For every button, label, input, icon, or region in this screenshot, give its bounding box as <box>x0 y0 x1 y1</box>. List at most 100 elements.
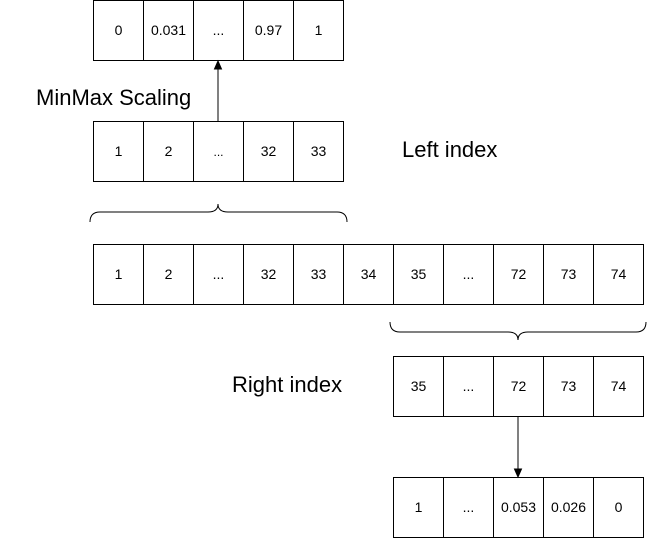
cell-value: ... <box>463 378 475 394</box>
left-brace <box>89 203 348 223</box>
cell-box <box>293 121 344 182</box>
cell-value: 2 <box>165 143 173 159</box>
cell-value: 2 <box>165 266 173 282</box>
cell-value: 1 <box>115 266 123 282</box>
cell-value: 74 <box>611 266 627 282</box>
cell: 34 <box>343 244 394 305</box>
cell-value: ... <box>213 266 225 282</box>
cell-value: 0.97 <box>255 22 282 38</box>
minmax-up-arrow <box>213 59 223 121</box>
cell-box <box>193 244 244 305</box>
cell: 32 <box>243 121 294 182</box>
cell-box <box>243 121 294 182</box>
cell-value: 0 <box>115 22 123 38</box>
cell-box <box>443 244 494 305</box>
cell-box <box>593 477 644 538</box>
cell-value: 33 <box>311 266 327 282</box>
cell-value: 32 <box>261 143 277 159</box>
cell-value: ... <box>463 499 475 515</box>
cell-box <box>393 477 444 538</box>
cell: 1 <box>293 0 344 61</box>
cell: 73 <box>543 356 594 417</box>
cell-value: 73 <box>561 378 577 394</box>
cell-value: 35 <box>411 378 427 394</box>
cell-box <box>143 0 194 61</box>
right-brace <box>389 321 647 341</box>
cell-box <box>293 0 344 61</box>
cell-box <box>493 244 544 305</box>
cell: 1 <box>93 244 144 305</box>
cell-box <box>143 244 194 305</box>
scaled-left-row: 0 0.031... 0.97 1 <box>93 0 344 61</box>
cell: ... <box>443 477 494 538</box>
cell-box <box>443 356 494 417</box>
cell: 33 <box>293 244 344 305</box>
cell-value: 0 <box>615 499 623 515</box>
cell-box <box>343 244 394 305</box>
cell-box <box>143 121 194 182</box>
cell-box <box>443 477 494 538</box>
cell: 1 <box>93 121 144 182</box>
cell-value: 0.053 <box>501 499 536 515</box>
cell-box <box>593 356 644 417</box>
cell-value: 33 <box>311 143 327 159</box>
cell: 0 <box>93 0 144 61</box>
cell-value: 74 <box>611 378 627 394</box>
cell: 1 <box>393 477 444 538</box>
left-index-row: 1 2... 32 33 <box>93 121 344 182</box>
cell-value: 34 <box>361 266 377 282</box>
cell: 72 <box>493 244 544 305</box>
cell: 32 <box>243 244 294 305</box>
cell: 74 <box>593 244 644 305</box>
scaled-right-row: 1... 0.053 0.026 0 <box>393 477 644 538</box>
cell: 72 <box>493 356 544 417</box>
cell-box <box>93 121 144 182</box>
minmax-scaling-label: MinMax Scaling <box>36 85 191 110</box>
left-index-label: Left index <box>402 137 497 162</box>
cell-box <box>393 356 444 417</box>
cell: 73 <box>543 244 594 305</box>
cell-box <box>543 356 594 417</box>
cell-value: ... <box>213 22 225 38</box>
cell: ... <box>443 356 494 417</box>
cell: 2 <box>143 121 194 182</box>
cell: ... <box>193 0 244 61</box>
cell-value: 1 <box>415 499 423 515</box>
cell-box <box>193 0 244 61</box>
cell-value: ... <box>213 145 223 159</box>
right-index-row: 35... 72 73 74 <box>393 356 644 417</box>
cell: 33 <box>293 121 344 182</box>
cell-box <box>93 0 144 61</box>
cell-value: ... <box>463 266 475 282</box>
cell: 0 <box>593 477 644 538</box>
cell: 0.053 <box>493 477 544 538</box>
cell: 0.031 <box>143 0 194 61</box>
right-index-label: Right index <box>232 372 342 397</box>
cell: ... <box>443 244 494 305</box>
cell: ... <box>193 244 244 305</box>
minmax-down-arrow <box>513 416 523 479</box>
cell: 35 <box>393 244 444 305</box>
cell-box <box>193 121 244 182</box>
cell: ... <box>193 121 244 182</box>
cell-value: 1 <box>315 22 323 38</box>
cell-value: 32 <box>261 266 277 282</box>
cell: 0.026 <box>543 477 594 538</box>
cell: 74 <box>593 356 644 417</box>
full-index-row: 1 2... 32 33 34 35... 72 73 74 <box>93 244 644 305</box>
cell-value: 35 <box>411 266 427 282</box>
cell-box <box>493 477 544 538</box>
cell-box <box>593 244 644 305</box>
cell-value: 0.026 <box>551 499 586 515</box>
cell-value: 0.031 <box>151 22 186 38</box>
cell: 2 <box>143 244 194 305</box>
cell-box <box>243 244 294 305</box>
cell-box <box>393 244 444 305</box>
cell: 0.97 <box>243 0 294 61</box>
cell-value: 72 <box>511 266 527 282</box>
cell-value: 73 <box>561 266 577 282</box>
cell-box <box>543 244 594 305</box>
cell: 35 <box>393 356 444 417</box>
cell-value: 1 <box>115 143 123 159</box>
